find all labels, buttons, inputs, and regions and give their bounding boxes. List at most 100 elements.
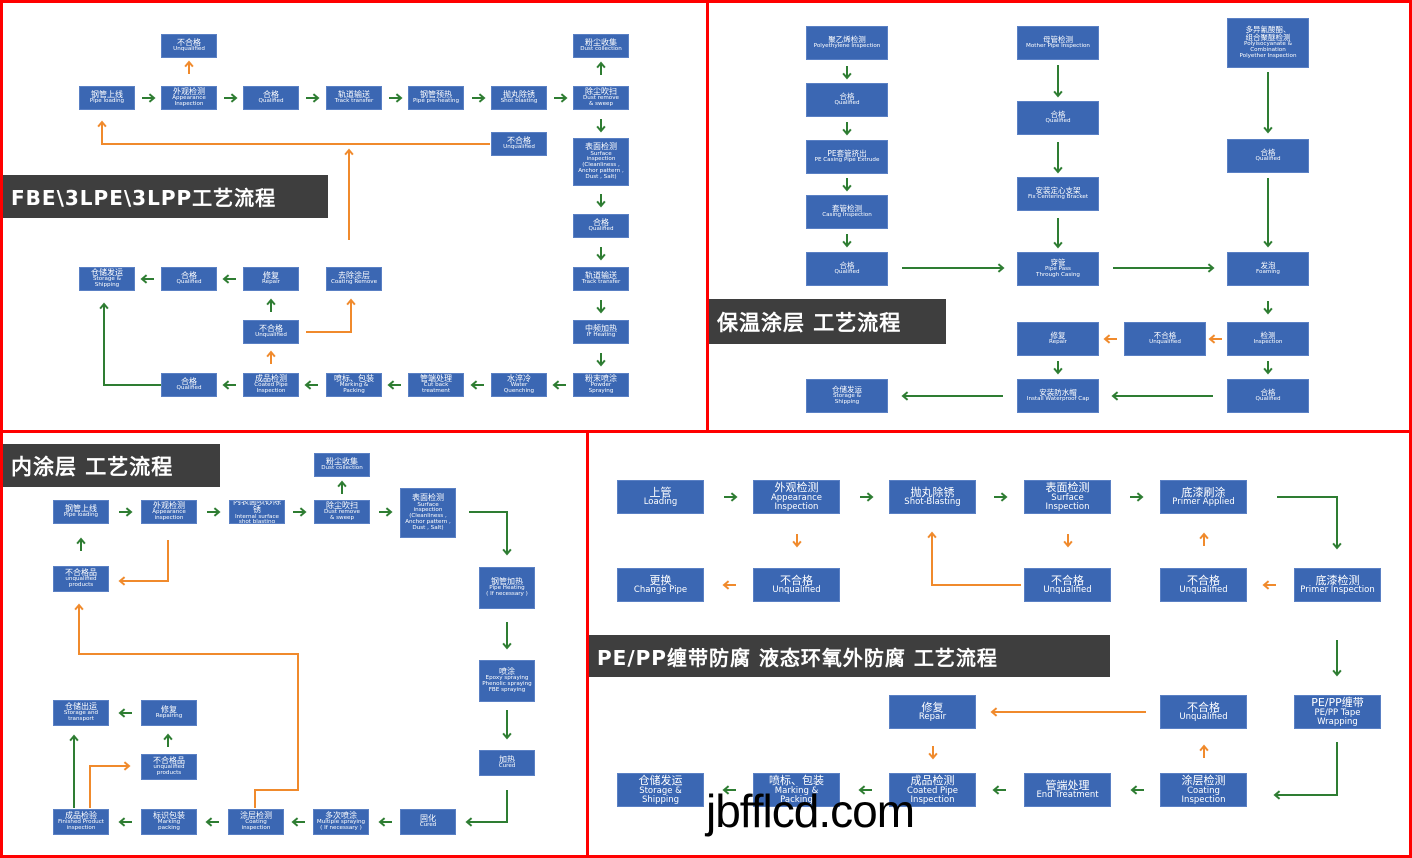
step-label-zh: 成品检验: [65, 810, 97, 820]
step-label-en: Cured: [419, 822, 437, 829]
step-label-en: Unqualified: [173, 46, 205, 53]
step-label-en: Track transfer: [334, 98, 374, 105]
panel-internal-coating: [0, 430, 589, 858]
step-label-en: Storage and transport: [63, 710, 99, 723]
step-label-zh: 检测: [1260, 331, 1276, 341]
step-label-en: Dust remove & sweep: [583, 95, 619, 108]
step-label-zh: 喷标、包装: [769, 774, 824, 788]
step-label-zh: 轨道输送: [338, 89, 370, 99]
step-label-en: unqualified products: [65, 576, 97, 589]
step-label-zh: 不合格: [1187, 700, 1220, 714]
step-label-en: Qualified: [1255, 396, 1281, 402]
step-label-zh: 合格: [263, 89, 279, 99]
step-label-zh: 底漆检测: [1315, 573, 1360, 587]
step-label-en: Unqualified: [255, 332, 287, 339]
panel-title-insulation: 保温涂层 工艺流程: [709, 299, 946, 344]
step-label-en: Appearance inspection: [152, 509, 186, 522]
step-label-zh: 成品检测: [255, 373, 287, 383]
step-label-en: Surface Inspection: [1045, 492, 1090, 512]
step-label-en: Track transfer: [581, 279, 621, 286]
step-label-en: Powder Spraying: [588, 382, 614, 395]
step-label-en: Dust collection: [321, 465, 363, 472]
step-label-en: Qualified: [834, 100, 860, 106]
step-label-zh: 不合格: [1051, 573, 1084, 587]
step-label-en: Unqualified: [1043, 585, 1092, 596]
step-label-zh: 钢管上线: [91, 89, 123, 99]
step-label-en: Qualified: [1255, 156, 1281, 162]
step-label-en: Unqualified: [1179, 585, 1228, 596]
step-label-zh: 合格: [1050, 110, 1066, 120]
step-label-en: Primer Inspection: [1300, 585, 1375, 596]
step-label-en: Marking & Packing: [774, 785, 819, 805]
step-label-en: Coated Pipe Inspection: [254, 382, 288, 395]
step-label-zh: 修复: [921, 700, 944, 714]
step-label-en: Coated Pipe Inspection: [907, 785, 958, 805]
step-label-zh: 管端处理: [420, 373, 452, 383]
step-label-zh: 不合格: [177, 37, 201, 47]
step-label-en: Epoxy spraying Phenolic spraying FBE spr…: [482, 675, 532, 694]
step-label-en: Internal surface shot blasting: [234, 513, 279, 524]
step-label-zh: 母管检测: [1043, 35, 1073, 45]
step-label-en: Pipe pre-heating: [412, 98, 460, 105]
step-label-zh: 不合格: [259, 323, 283, 333]
step-label-en: IF Heating: [586, 332, 616, 339]
step-label-zh: 外观检测: [153, 500, 185, 510]
watermark-text: jbfflcd.com: [706, 785, 915, 837]
step-label-zh: 修复: [263, 270, 279, 280]
step-label-zh: 涂层检测: [1181, 774, 1226, 788]
step-label-zh: 外观检测: [774, 481, 819, 495]
step-label-zh: 安装定心支架: [1035, 186, 1081, 196]
step-label-zh: 涂层检测: [240, 810, 272, 820]
step-label-zh: 合格: [1260, 388, 1276, 398]
step-label-en: Qualified: [1045, 118, 1071, 124]
step-label-en: Marking & Packing: [339, 382, 369, 395]
step-label-zh: 套管检测: [832, 204, 862, 214]
step-label-en: Casing Inspection: [822, 212, 872, 218]
step-label-zh: 成品检测: [910, 774, 955, 788]
step-label-zh: 上管: [649, 485, 672, 499]
step-label-en: Dust collection: [580, 46, 622, 53]
step-label-en: Coating Remove: [330, 279, 378, 286]
step-label-en: Pipe loading: [89, 98, 125, 105]
step-label-zh: 除尘吹扫: [326, 500, 358, 510]
panel-title-tape-epoxy: PE/PP缠带防腐 液态环氧外防腐 工艺流程: [589, 635, 1110, 677]
step-label-zh: 粉末喷涂: [585, 373, 617, 383]
step-label-en: Storage & Shipping: [639, 785, 682, 805]
